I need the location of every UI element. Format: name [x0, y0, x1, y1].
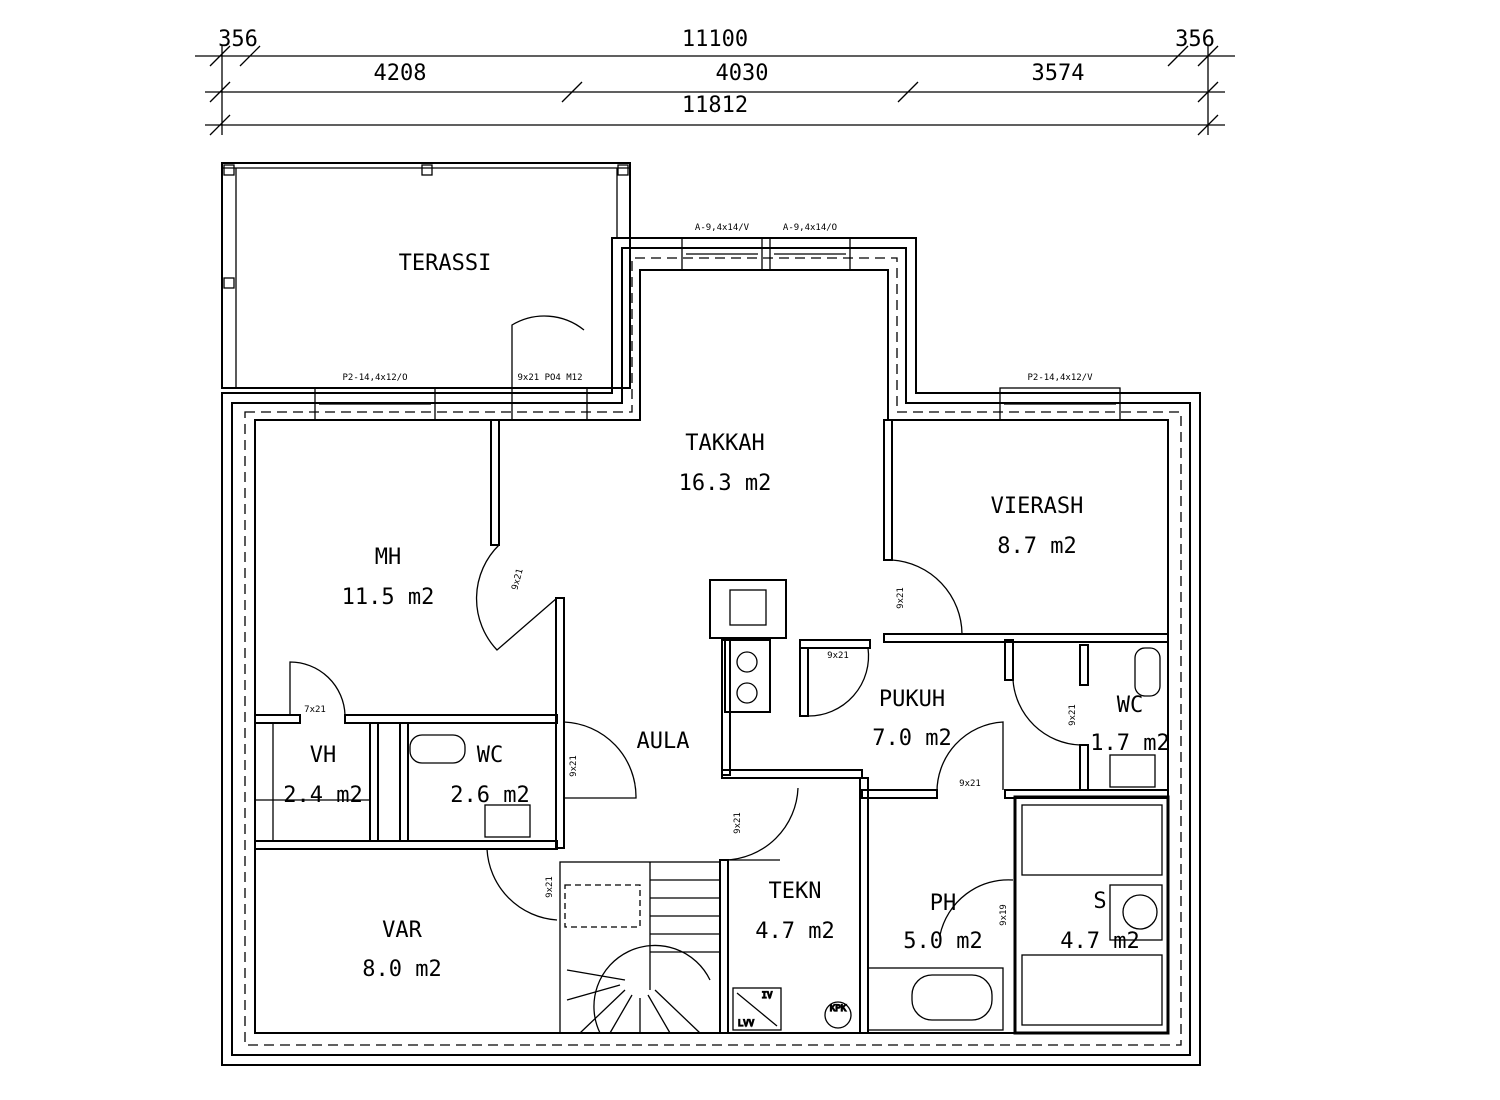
- room-tekn: TEKN: [769, 879, 822, 904]
- staircase: [559, 861, 721, 1034]
- window-label: P2-14,4x12/V: [1027, 373, 1093, 383]
- equipment-kpk: KPK: [830, 1004, 847, 1014]
- sauna-benches: [1013, 795, 1170, 1035]
- room-tekn-area: 4.7 m2: [755, 919, 834, 944]
- room-wc-1: WC: [1117, 693, 1144, 718]
- door-labels: 9x21 9x21 9x21 7x21 9x21 9x21 9x21 9x21 …: [304, 568, 1078, 926]
- dim-356-left: 356: [218, 27, 258, 52]
- room-var: VAR: [382, 918, 422, 943]
- window-label: A-9,4x14/V: [695, 223, 750, 233]
- room-vierash: VIERASH: [991, 494, 1084, 519]
- door-label: 9x21: [896, 587, 906, 609]
- equipment-iv: IV: [762, 991, 773, 1001]
- door-label: 9x21: [733, 812, 743, 834]
- fixtures: IV LVV KPK: [409, 647, 1161, 1031]
- door-label: 9x21: [1068, 704, 1078, 726]
- room-wc-1-area: 1.7 m2: [1090, 731, 1169, 756]
- dim-356-right: 356: [1175, 27, 1215, 52]
- room-takkah: TAKKAH: [685, 431, 764, 456]
- door-label: 9x21: [545, 876, 555, 898]
- room-ph-area: 5.0 m2: [903, 929, 982, 954]
- room-aula: AULA: [637, 729, 690, 754]
- door-label: 9x21: [569, 755, 579, 777]
- windows: A-9,4x14/V A-9,4x14/O P2-14,4x12/O 9x21 …: [314, 223, 1121, 421]
- door-label: 9x21: [510, 568, 525, 592]
- room-vh-area: 2.4 m2: [283, 783, 362, 808]
- room-vierash-area: 8.7 m2: [997, 534, 1076, 559]
- window-label: A-9,4x14/O: [783, 223, 837, 233]
- room-wc-2-area: 2.6 m2: [450, 783, 529, 808]
- room-takkah-area: 16.3 m2: [679, 471, 772, 496]
- dimension-lines: 356 11100 356 4208 4030 3574 11812: [195, 27, 1235, 136]
- door-label: 9x21: [959, 779, 981, 789]
- room-mh: MH: [375, 545, 402, 570]
- room-ph: PH: [930, 891, 957, 916]
- equipment-lvv: LVV: [738, 1019, 755, 1029]
- room-pukuh-area: 7.0 m2: [872, 726, 951, 751]
- dim-11812: 11812: [682, 93, 748, 118]
- room-wc-2: WC: [477, 743, 504, 768]
- room-pukuh: PUKUH: [879, 687, 945, 712]
- room-mh-area: 11.5 m2: [342, 585, 435, 610]
- room-var-area: 8.0 m2: [362, 957, 441, 982]
- door-label: 9x21 PO4 M12: [517, 373, 582, 383]
- door-label: 9x21: [827, 651, 849, 661]
- room-labels: TERASSI TAKKAH 16.3 m2 VIERASH 8.7 m2 MH…: [283, 251, 1169, 982]
- dim-11100: 11100: [682, 27, 748, 52]
- dim-3574: 3574: [1032, 61, 1085, 86]
- room-vh: VH: [310, 743, 337, 768]
- fireplace: [709, 579, 787, 713]
- exterior-walls: [221, 237, 1201, 1066]
- room-sauna: S: [1093, 889, 1106, 914]
- door-label: 7x21: [304, 705, 326, 715]
- dim-4030: 4030: [716, 61, 769, 86]
- door-label: 9x19: [999, 904, 1009, 926]
- door-swings: [289, 544, 1081, 936]
- room-sauna-area: 4.7 m2: [1060, 929, 1139, 954]
- dim-4208: 4208: [374, 61, 427, 86]
- room-terassi: TERASSI: [399, 251, 492, 276]
- window-label: P2-14,4x12/O: [342, 373, 407, 383]
